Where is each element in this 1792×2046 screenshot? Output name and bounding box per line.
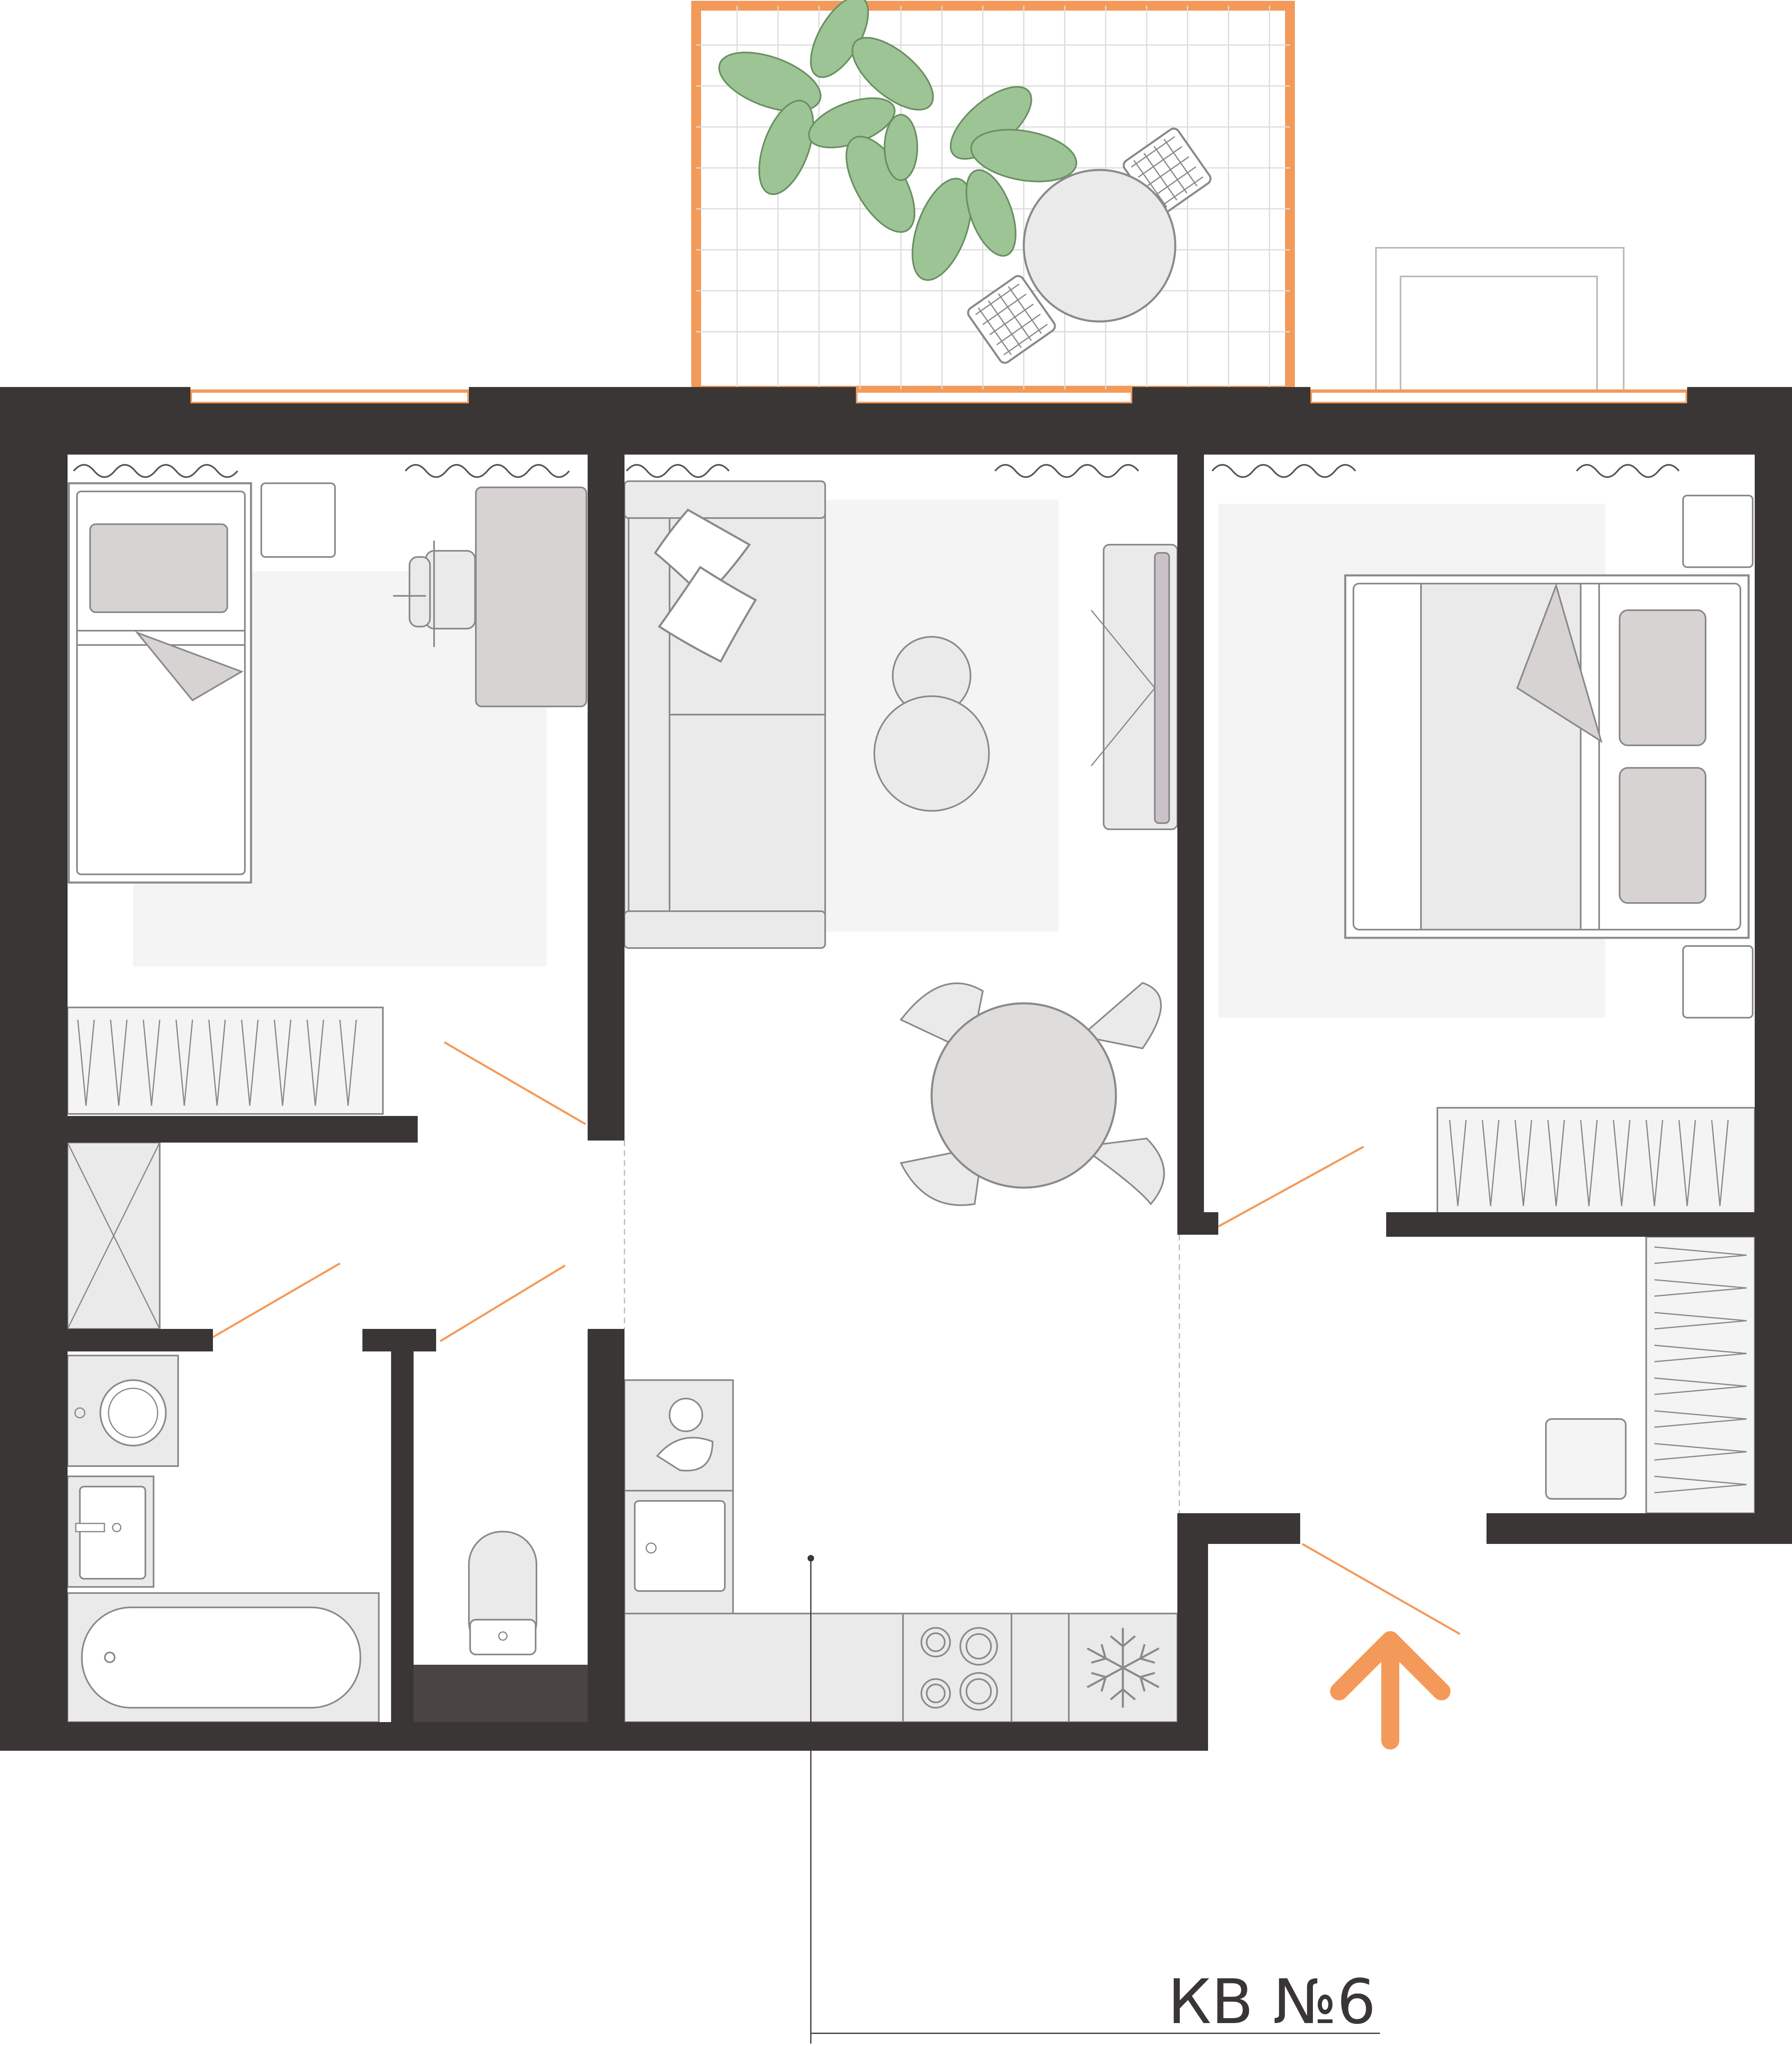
storage-closet [67, 1142, 161, 1330]
apartment-number: КВ №6 [1168, 1967, 1376, 2038]
bedroom-left [67, 482, 587, 1125]
toilet [468, 1531, 537, 1655]
tv-stand [1091, 544, 1178, 830]
potted-plant-icon [718, 0, 1077, 281]
toilet-room [414, 1531, 588, 1722]
door-swing [1301, 1543, 1461, 1635]
washing-machine [67, 1355, 179, 1467]
snowflake-icon [1086, 1628, 1160, 1708]
fridge [1068, 1613, 1178, 1723]
desk [393, 487, 587, 707]
balcony-chair [967, 275, 1056, 364]
ottoman [873, 636, 990, 812]
bathroom [67, 1355, 380, 1723]
balcony [691, 0, 1295, 396]
wardrobe [1437, 1107, 1756, 1215]
bathtub [67, 1592, 380, 1723]
door-swing [439, 1264, 566, 1342]
door-swing [443, 1041, 586, 1125]
apartment-label: КВ №6 [810, 1967, 1380, 2044]
bedroom-right [1217, 495, 1756, 1228]
windows [189, 389, 1689, 405]
wardrobe [67, 1007, 384, 1115]
nightstand [1682, 495, 1754, 568]
entrance-hall [1301, 1236, 1756, 1750]
dining-table [899, 982, 1165, 1206]
dishwasher [624, 1379, 734, 1491]
single-bed [68, 482, 252, 884]
door-swing [212, 1262, 341, 1338]
kitchen [624, 1379, 1178, 2044]
pillow-icon [654, 508, 757, 663]
living-room [624, 480, 1178, 1206]
balcony-table [967, 127, 1212, 364]
kitchen-sink [634, 1500, 726, 1592]
walls [0, 387, 1792, 1751]
arrow-up-icon [1330, 1631, 1450, 1750]
sink [67, 1476, 154, 1588]
sofa [624, 480, 826, 949]
door-swing [1217, 1145, 1364, 1228]
cooktop [902, 1613, 1012, 1723]
pouf [1545, 1418, 1627, 1500]
hall-wardrobe [1645, 1236, 1756, 1514]
double-bed [1344, 574, 1750, 939]
nightstand [1682, 945, 1754, 1018]
curtains [73, 464, 1680, 478]
shaft [414, 1665, 588, 1722]
nightstand [260, 482, 336, 558]
exterior-bay [1375, 247, 1625, 392]
